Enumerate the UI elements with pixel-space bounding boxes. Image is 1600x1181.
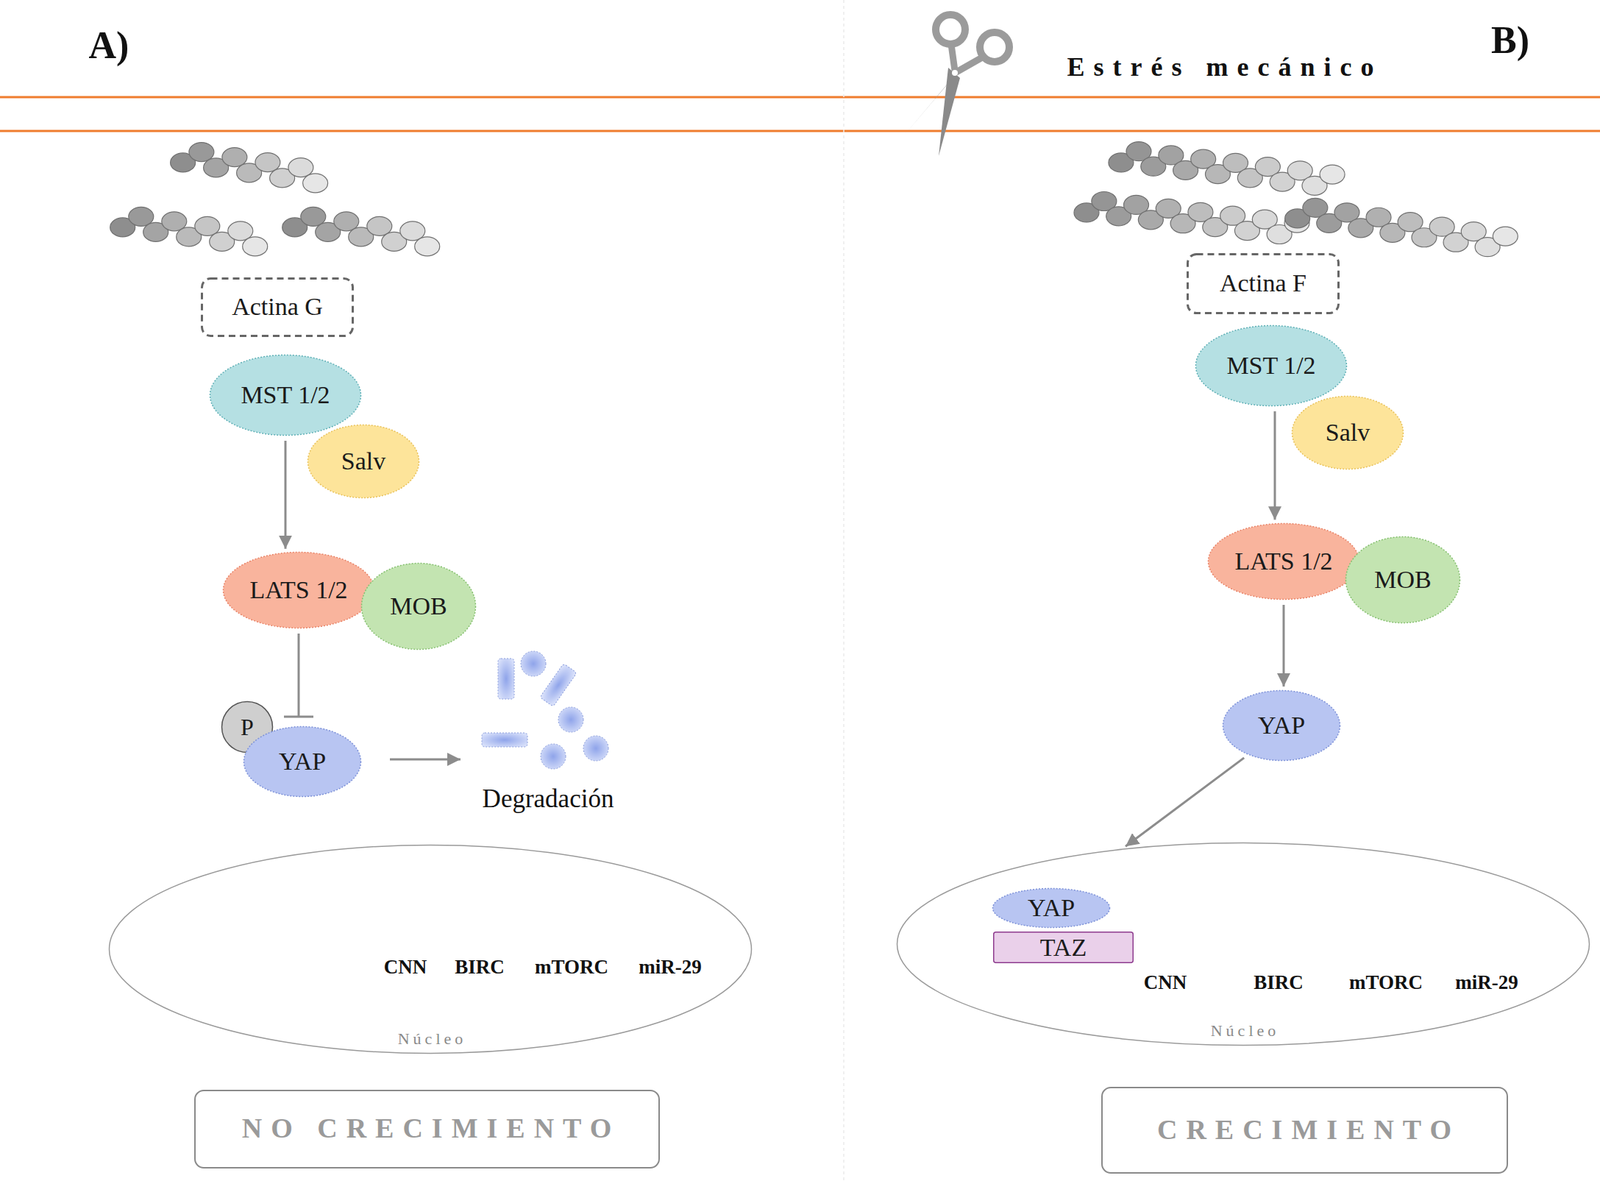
- protein-fragment: [520, 651, 546, 677]
- stimulus-label: Estrés mecánico: [1058, 52, 1383, 83]
- panel-letter: A): [89, 23, 130, 68]
- adaptor-ellipse-shape: [1292, 396, 1404, 470]
- actin-monomer: [303, 173, 329, 193]
- kinase-ellipse: LATS 1/2: [1207, 522, 1361, 601]
- process-label: Degradación: [482, 784, 615, 814]
- scissors-pivot: [951, 69, 958, 76]
- nucleus-ellipse-outline: [108, 843, 753, 1055]
- outcome-box: CRECIMIENTO: [1101, 1086, 1509, 1174]
- node-label: Núcleo: [394, 1029, 468, 1048]
- inhibition-connector: [297, 633, 301, 717]
- nucleus-ellipse-shape: [897, 843, 1590, 1046]
- nucleus-ellipse: Núcleo YAP TAZ: [896, 841, 1591, 1047]
- kinase-ellipse: MST 1/2: [208, 353, 362, 437]
- outcome-box-shape: [1101, 1087, 1508, 1173]
- protein-ellipse-shape: [993, 888, 1111, 928]
- actin-box-shape: [1188, 253, 1339, 313]
- node-label: YAP: [278, 746, 326, 776]
- activation-arrow: [1125, 757, 1244, 846]
- protein-fragment: [540, 743, 566, 769]
- node-label: Salv: [1325, 417, 1370, 447]
- adaptor-ellipse-shape: [1346, 537, 1461, 624]
- actin-filament: [1285, 197, 1519, 256]
- node-label: Actina G: [231, 292, 323, 321]
- activation-arrow: [1282, 604, 1286, 687]
- node-label: Salv: [341, 446, 386, 476]
- protein-ellipse: YAP: [242, 725, 362, 798]
- activation-arrow: [1274, 411, 1277, 520]
- protein-fragment: [539, 663, 577, 707]
- nucleus-ellipse-shape: [109, 845, 752, 1054]
- kinase-ellipse: LATS 1/2: [222, 550, 376, 629]
- node-label: MST 1/2: [1226, 350, 1316, 380]
- degradation-fragments: [481, 651, 609, 769]
- node-label: MOB: [389, 591, 447, 621]
- node-label: Núcleo: [1207, 1021, 1280, 1040]
- protein-ellipse: YAP: [1221, 689, 1342, 762]
- scissors-icon: [904, 14, 1010, 156]
- node-label: NO CRECIMIENTO: [233, 1112, 621, 1145]
- protein-ellipse-shape: [244, 726, 362, 797]
- kinase-ellipse-shape: [1208, 523, 1360, 600]
- actin-monomer: [414, 236, 440, 256]
- cofactor-box: TAZ: [993, 931, 1134, 963]
- actin-filament: [1074, 192, 1310, 245]
- panel-divider: [843, 0, 845, 1181]
- actin-box: Actina F: [1186, 253, 1340, 315]
- node-label: LATS 1/2: [1234, 546, 1333, 576]
- kinase-ellipse-shape: [1196, 325, 1347, 407]
- nucleus-ellipse: Núcleo: [108, 843, 753, 1055]
- scissors-shank: [951, 44, 955, 71]
- node-label: Actina F: [1219, 268, 1307, 298]
- activation-arrow: [284, 440, 287, 549]
- outcome-box-shape: [194, 1090, 660, 1168]
- actin-filament: [110, 206, 268, 256]
- scissors-handle: [935, 14, 966, 45]
- inhibition-bar: [283, 715, 314, 718]
- kinase-ellipse-shape: [210, 355, 362, 436]
- panel-letter: B): [1491, 18, 1530, 63]
- cofactor-box-shape: [993, 932, 1134, 963]
- kinase-ellipse: MST 1/2: [1194, 324, 1348, 407]
- protein-fragment: [498, 658, 515, 699]
- protein-ellipse-shape: [1223, 690, 1341, 761]
- adaptor-ellipse: MOB: [1344, 535, 1461, 624]
- adaptor-ellipse-shape: [308, 425, 420, 499]
- actin-filaments: [110, 141, 1519, 257]
- actin-monomer: [1492, 226, 1518, 246]
- degradation-arrow: [389, 758, 461, 761]
- node-label: LATS 1/2: [249, 575, 348, 604]
- actin-monomer: [1319, 164, 1345, 184]
- kinase-ellipse-shape: [223, 552, 375, 629]
- membrane-line: [0, 96, 1600, 99]
- adaptor-ellipse: Salv: [1291, 395, 1405, 471]
- node-label: YAP: [1027, 893, 1075, 922]
- membrane-line: [0, 130, 1600, 133]
- outcome-box: NO CRECIMIENTO: [194, 1089, 660, 1169]
- node-label: MOB: [1374, 564, 1431, 594]
- actin-filament: [1108, 141, 1345, 196]
- actin-filament: [170, 142, 329, 193]
- adaptor-ellipse: MOB: [360, 562, 477, 651]
- adaptor-ellipse: Salv: [306, 423, 421, 499]
- node-label: TAZ: [1040, 932, 1087, 962]
- node-label: P: [240, 713, 254, 741]
- protein-ellipse: YAP: [991, 887, 1111, 929]
- protein-fragment: [481, 732, 528, 747]
- actin-box: Actina G: [200, 277, 354, 337]
- scissors-shank: [956, 56, 984, 73]
- node-label: YAP: [1257, 710, 1306, 740]
- node-label: MST 1/2: [240, 380, 330, 410]
- actin-box-shape: [202, 278, 354, 336]
- node-label: CRECIMIENTO: [1148, 1113, 1461, 1147]
- protein-fragment: [558, 706, 584, 732]
- actin-monomer: [242, 236, 268, 256]
- actin-filament: [282, 206, 440, 256]
- adaptor-ellipse-shape: [361, 563, 476, 650]
- protein-fragment: [583, 735, 609, 761]
- scissors-blade: [938, 67, 960, 156]
